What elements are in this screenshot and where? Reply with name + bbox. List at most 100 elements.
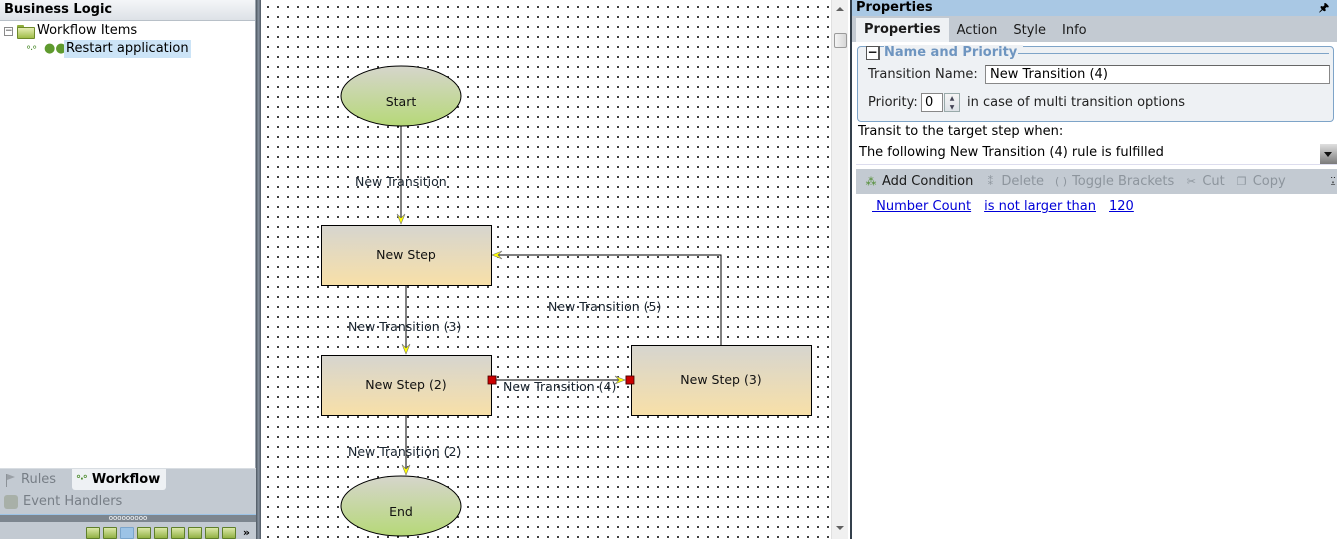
priority-hint: in case of multi transition options [967,95,1185,110]
edge-step3-to-step1[interactable]: New Transition (5) [491,250,722,346]
stack-toolbar-icon[interactable] [204,527,219,539]
transition-name-input[interactable]: New Transition (4) [985,65,1330,84]
business-logic-panel: Business Logic − Workflow Items °·° ●● R… [0,0,256,539]
left-toolbar: » [0,522,256,539]
node-label: End [389,504,413,519]
priority-label: Priority: [868,95,918,110]
left-panel-tabs: Rules °·° Workflow Event Handlers [0,468,256,514]
box-toolbar-icon[interactable] [170,527,185,539]
form-toolbar-icon[interactable] [102,527,117,539]
tree-item-workflow-items[interactable]: − Workflow Items [0,22,255,40]
tab-label: Event Handlers [23,494,123,509]
arrow-head-icon [396,213,406,225]
workflow-icon: °·° [26,45,37,56]
condition-toolbar: ⁂ Add Condition ⁑ Delete ( ) Toggle Brac… [856,169,1329,194]
tab-style[interactable]: Style [1013,23,1047,38]
tree-item-label: Workflow Items [37,23,138,38]
tools-toolbar-icon[interactable] [187,527,202,539]
collapse-icon[interactable]: − [4,25,13,36]
edge-label[interactable]: New Transition (3) [348,319,461,334]
button-label: Add Condition [882,174,974,189]
transition-name-label: Transition Name: [868,67,978,82]
spin-down-icon[interactable]: ▼ [949,104,955,111]
node-new-step-2[interactable]: New Step (2) [321,355,492,416]
table-toolbar-icon[interactable] [136,527,151,539]
tab-label: Workflow [91,472,161,487]
transit-label: Transit to the target step when: [858,124,1064,139]
edge-label[interactable]: New Transition (4) [503,379,616,394]
tree-item-label: Restart application [64,40,191,58]
cut-button[interactable]: ✂ Cut [1179,174,1229,189]
tree-item-restart-application[interactable]: °·° ●● Restart application [0,40,255,58]
condition-value-link[interactable]: 120 [1109,199,1134,214]
copy-icon: ❐ [1236,174,1247,188]
connection-handle[interactable] [625,375,635,385]
workflow-icon: °·° [76,474,88,485]
node-label: New Step [376,247,436,262]
delete-button[interactable]: ⁑ Delete [978,174,1049,189]
node-label: New Step (3) [680,372,761,387]
node-new-step-3[interactable]: New Step (3) [631,345,812,416]
scroll-down-icon[interactable] [836,526,844,530]
workflow-diagram: New Transition New Transition (3) New Tr… [321,65,812,537]
panel-splitter[interactable]: ooooooooo [0,514,256,522]
edge-step2-to-step3[interactable]: New Transition (4) [487,375,635,394]
tab-info[interactable]: Info [1062,23,1087,38]
tab-rules[interactable]: Rules [4,469,56,490]
condition-field-link[interactable]: Number Count [872,199,972,214]
properties-panel: Properties 🖈︎ Properties Action Style In… [850,0,1337,539]
selected-value: The following New Transition (4) rule is… [859,145,1164,160]
button-label: Copy [1252,174,1286,189]
toggle-brackets-button[interactable]: ( ) Toggle Brackets [1049,174,1179,189]
node-label: New Step (2) [365,377,446,392]
pin-icon[interactable]: 🖈︎ [1318,1,1329,14]
arrow-head-icon [614,375,626,385]
scroll-up-icon[interactable] [836,7,844,11]
edge-label[interactable]: New Transition (2) [348,444,461,459]
tab-event-handlers[interactable]: Event Handlers [4,491,122,512]
condition-operator-link[interactable]: is not larger than [984,199,1096,214]
spin-up-icon[interactable]: ▲ [949,95,955,102]
toolbar-overflow-button[interactable]: » [242,526,250,539]
workflow-designer: New Transition New Transition (3) New Tr… [256,0,850,539]
edge-label[interactable]: New Transition [355,174,447,189]
copy-button[interactable]: ❐ Copy [1230,174,1291,189]
transit-condition-select[interactable]: The following New Transition (4) rule is… [856,143,1337,165]
brackets-icon: ( ) [1055,174,1068,188]
node-new-step[interactable]: New Step [321,225,492,286]
properties-body: − Name and Priority Transition Name: New… [852,42,1337,539]
stack2-toolbar-icon[interactable] [221,527,236,539]
users-toolbar-icon[interactable] [85,527,100,539]
add-condition-button[interactable]: ⁂ Add Condition [859,174,978,189]
splitter-bar[interactable] [256,0,261,539]
edge-label[interactable]: New Transition (5) [548,299,661,314]
priority-spinner[interactable]: ▲ ▼ [944,93,960,112]
node-label: Start [386,94,417,109]
properties-tabs: Properties Action Style Info [852,16,1337,42]
arrow-head-icon [401,343,411,355]
group-title: Name and Priority [884,45,1024,60]
tab-workflow[interactable]: °·° Workflow [72,469,167,490]
priority-input[interactable]: 0 [921,93,943,112]
collapse-group-button[interactable]: − [866,46,880,60]
vertical-scrollbar[interactable] [831,0,848,539]
edge-start-to-step1[interactable]: New Transition [355,126,447,225]
workflow-tree: − Workflow Items °·° ●● Restart applicat… [0,21,255,58]
flag-toolbar-icon[interactable] [119,527,134,539]
panel-title: Business Logic [0,0,255,21]
document-toolbar-icon[interactable] [153,527,168,539]
edge-step1-to-step2[interactable]: New Transition (3) [348,286,461,355]
scroll-thumb[interactable] [834,33,847,48]
edge-step2-to-end[interactable]: New Transition (2) [348,416,461,476]
workflow-canvas[interactable]: New Transition New Transition (3) New Tr… [261,0,831,539]
tab-action[interactable]: Action [956,23,998,38]
toolbar-overflow-button[interactable]: ‥⩡ [1329,169,1337,194]
tab-label: Rules [21,472,57,487]
connection-handle[interactable] [487,375,497,385]
tab-properties[interactable]: Properties [856,18,949,42]
arrow-head-icon [401,464,411,476]
dropdown-arrow-icon[interactable] [1320,144,1337,164]
node-end[interactable]: End [340,475,462,537]
node-start[interactable]: Start [340,65,462,127]
users-icon: ●● [44,41,67,56]
